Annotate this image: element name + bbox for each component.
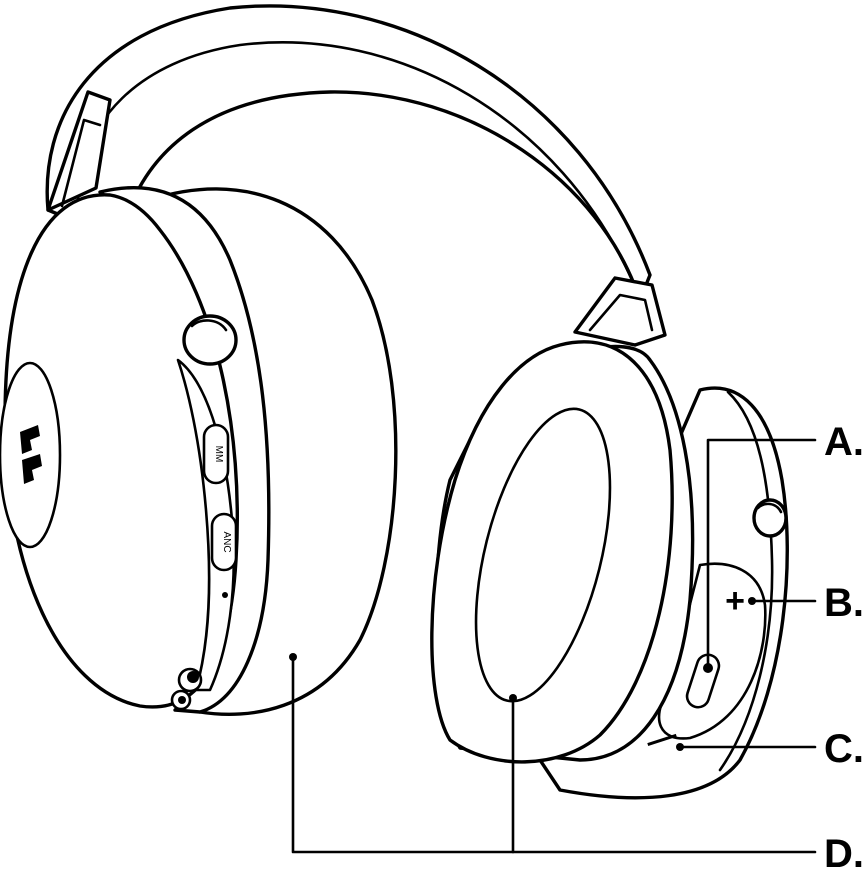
anc-button-label: ANC [221, 531, 232, 552]
microphone-dot [222, 592, 228, 598]
volume-up-button[interactable]: + [725, 582, 745, 620]
right-earcup: + — [430, 340, 789, 800]
charging-port-icon [170, 667, 203, 711]
volume-up-glyph: + [725, 582, 745, 620]
anc-button[interactable]: ANC [210, 512, 238, 572]
callout-label-b: B. [824, 581, 864, 625]
speaker-oval [474, 407, 612, 703]
right-knob [752, 498, 788, 538]
mm-button[interactable]: MM [202, 423, 230, 485]
callout-label-a: A. [824, 420, 864, 464]
callout-label-d: D. [824, 832, 864, 876]
leader-a [706, 438, 817, 670]
callout-labels: A. B. C. D. [824, 420, 864, 876]
callout-leaders [289, 438, 817, 854]
headband [45, 4, 667, 347]
leader-d-left [291, 655, 817, 854]
marley-logo-icon [20, 425, 42, 484]
left-earcup: MM ANC [0, 185, 398, 717]
logo-disc [0, 361, 62, 549]
callout-label-c: C. [824, 727, 864, 771]
left-volume-knob [182, 314, 238, 366]
mm-button-label: MM [213, 446, 224, 463]
